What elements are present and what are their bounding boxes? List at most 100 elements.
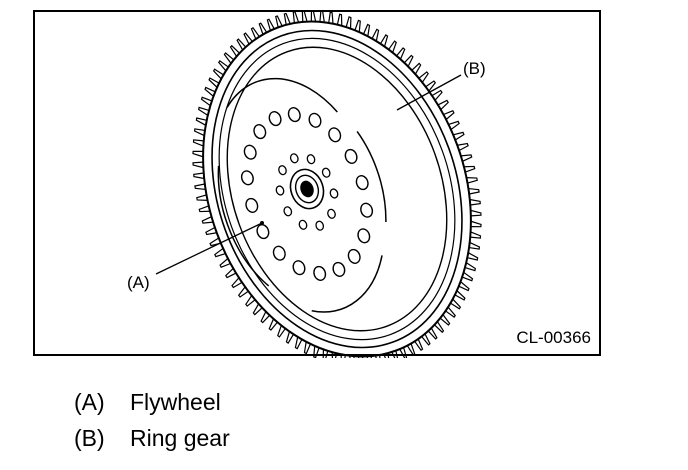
legend-key: (B)	[74, 425, 105, 451]
gear-tooth	[243, 32, 253, 45]
gear-tooth	[218, 60, 229, 72]
bolt-hole	[245, 197, 259, 213]
clutch-face-arc-upper	[226, 77, 338, 113]
bolt-hole	[315, 220, 325, 231]
gear-tooth	[371, 28, 380, 42]
legend-item-flywheel: (A)Flywheel	[74, 389, 221, 415]
gear-tooth	[460, 154, 473, 162]
gear-tooth	[453, 131, 465, 141]
bolt-hole	[327, 208, 336, 219]
legend-text: Ring gear	[130, 425, 230, 451]
gear-tooth	[196, 194, 208, 201]
gear-tooth	[467, 252, 479, 261]
gear-tooth	[208, 77, 220, 88]
gear-tooth	[236, 38, 247, 51]
inner-bolt-holes	[275, 153, 339, 231]
gear-tooth	[303, 341, 312, 355]
gear-tooth	[468, 187, 480, 195]
gear-tooth	[388, 40, 397, 53]
gear-tooth	[421, 333, 431, 346]
hub-bore	[300, 180, 314, 198]
figure-frame: (A) (B) CL-00366	[33, 10, 601, 358]
callout-line-b	[396, 74, 462, 111]
gear-tooth	[250, 26, 260, 40]
flywheel-drawing	[192, 12, 482, 358]
bolt-hole	[292, 260, 306, 276]
gear-tooth	[200, 96, 213, 107]
gear-tooth	[283, 12, 291, 25]
gear-tooth	[431, 89, 443, 101]
bolt-hole	[253, 124, 267, 140]
bolt-hole	[283, 206, 293, 217]
gear-tooth	[277, 325, 286, 338]
gear-tooth	[470, 209, 482, 217]
clutch-face-arc-left	[217, 165, 270, 287]
clutch-face-arc-lower	[311, 255, 383, 313]
legend-key: (A)	[74, 389, 105, 415]
gear-tooth	[313, 345, 320, 358]
gear-tooth	[285, 331, 295, 344]
gear-tooth	[292, 12, 300, 24]
bolt-hole	[321, 167, 331, 178]
gear-tooth	[193, 128, 206, 137]
gear-tooth	[418, 71, 429, 83]
gear-tooth	[331, 352, 338, 358]
gear-tooth	[434, 321, 445, 334]
gear-tooth	[229, 44, 240, 57]
gear-tooth	[245, 295, 256, 307]
gear-tooth	[439, 314, 451, 326]
gear-tooth	[310, 12, 317, 22]
gear-tooth	[258, 22, 268, 35]
gear-tooth	[450, 298, 462, 310]
gear-tooth	[204, 86, 216, 97]
gear-tooth	[448, 120, 460, 131]
bolt-hole	[287, 107, 301, 123]
gear-tooth	[362, 23, 371, 37]
gear-tooth	[379, 34, 389, 47]
gear-tooth	[198, 205, 211, 213]
gear-tooth	[294, 336, 303, 350]
gear-tooth	[454, 290, 466, 301]
bolt-hole	[328, 127, 342, 143]
figure-code: CL-00366	[516, 328, 591, 347]
bolt-hole	[355, 175, 369, 191]
gear-tooth	[466, 177, 478, 184]
gear-tooth	[336, 13, 343, 26]
gear-tooth	[399, 347, 408, 358]
gear-tooth	[252, 303, 263, 316]
gear-tooth	[201, 216, 214, 224]
flywheel-illustration: (A) (B)	[127, 12, 486, 358]
gear-tooth	[231, 277, 243, 289]
gear-tooth	[470, 220, 482, 228]
gear-tooth	[260, 311, 271, 324]
gear-tooth	[205, 226, 217, 236]
gear-tooth	[437, 99, 449, 111]
ring-gear-rim	[202, 20, 472, 358]
bolt-hole	[268, 111, 282, 127]
bolt-hole	[272, 245, 286, 261]
gear-tooth	[192, 139, 204, 147]
flywheel-outer-rim	[211, 29, 463, 349]
gear-tooth	[458, 281, 470, 292]
gear-tooth	[411, 62, 422, 75]
bolt-hole	[275, 185, 285, 196]
gear-tooth	[464, 262, 476, 272]
gear-tooth	[457, 142, 469, 152]
bolt-hole	[240, 170, 254, 186]
callout-dot-a	[260, 221, 264, 225]
gear-tooth	[461, 271, 474, 282]
gear-tooth	[345, 16, 352, 29]
bolt-hole	[347, 248, 361, 264]
gear-tooth	[406, 343, 416, 356]
callout-line-a	[155, 222, 263, 275]
hub-outer	[289, 168, 325, 210]
bolt-hole	[313, 265, 327, 281]
gear-tooth	[427, 327, 438, 340]
gear-tooth	[403, 54, 414, 67]
bolt-hole	[306, 154, 316, 165]
gear-tooth	[195, 117, 207, 126]
ring-gear-teeth	[192, 12, 482, 358]
gear-tooth	[275, 15, 283, 28]
gear-tooth	[237, 286, 249, 298]
gear-tooth	[470, 231, 482, 239]
